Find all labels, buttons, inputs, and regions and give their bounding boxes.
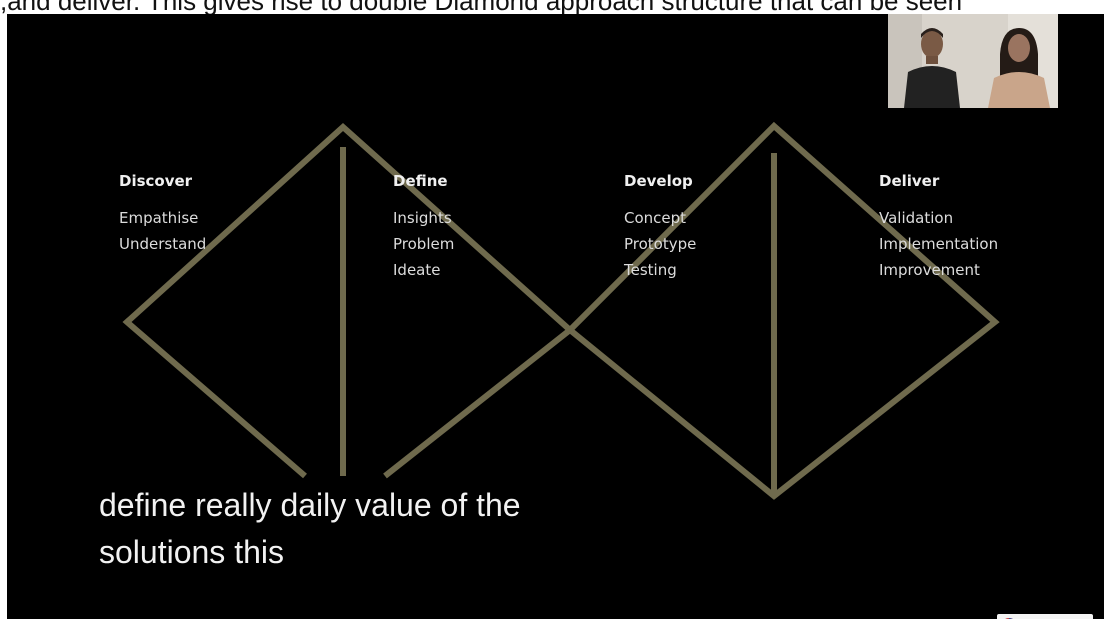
stage-item: Understand (119, 235, 207, 253)
subtitle-line: define really daily value of the (99, 487, 521, 523)
stage-item: Prototype (624, 235, 697, 253)
left-diamond-upper-outline (122, 122, 572, 479)
stage-item: Validation (879, 209, 954, 227)
stage-define: Define Insights Problem Ideate (393, 172, 454, 283)
stage-deliver: Deliver Validation Implementation Improv… (879, 172, 998, 283)
webcam-video (888, 14, 1058, 108)
stage-discover: Discover Empathise Understand (119, 172, 206, 257)
webcam-video-icon (888, 14, 1058, 108)
stage-item: Improvement (879, 261, 980, 279)
stage-develop: Develop Concept Prototype Testing (624, 172, 696, 283)
stage-item: Problem (393, 235, 455, 253)
stage-title: Develop (624, 172, 693, 190)
right-diamond-outline (565, 121, 1000, 500)
stage-item: Testing (624, 261, 677, 279)
organization-logo-icon (997, 614, 1093, 619)
stage-item: Ideate (393, 261, 441, 279)
stage-item: Implementation (879, 235, 999, 253)
stage-title: Discover (119, 172, 193, 190)
top-caption: ,and deliver. This gives rise to double … (0, 0, 963, 16)
stage-item: Concept (624, 209, 687, 227)
video-subtitle: define really daily value of the solutio… (99, 482, 739, 576)
video-frame: Discover Empathise Understand Define Ins… (7, 14, 1104, 619)
subtitle-line: solutions this (99, 534, 284, 570)
left-diamond-lower-right-edge (383, 327, 572, 479)
stage-item: Empathise (119, 209, 199, 227)
double-diamond-diagram (122, 121, 1000, 500)
stage-title: Define (393, 172, 448, 190)
stage-item: Insights (393, 209, 452, 227)
stage-title: Deliver (879, 172, 940, 190)
